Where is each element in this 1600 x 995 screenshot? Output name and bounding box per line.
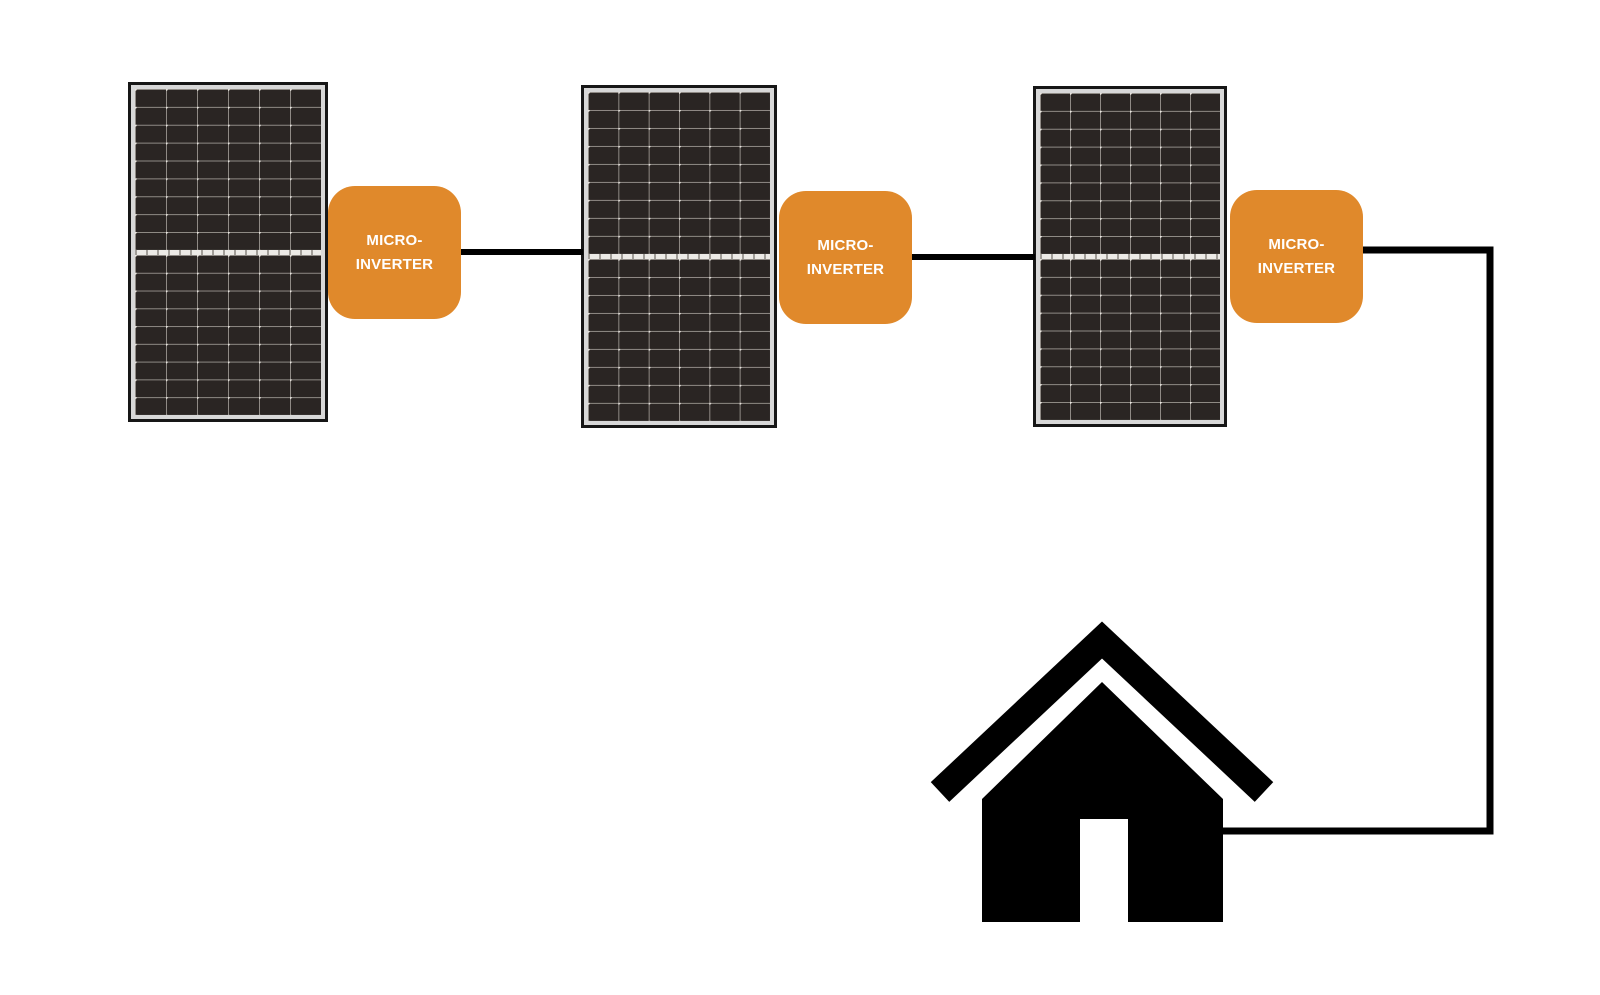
micro-inverter-1: MICRO- INVERTER <box>328 186 461 319</box>
solar-panel-1 <box>128 82 328 422</box>
micro-inverter-2: MICRO- INVERTER <box>779 191 912 324</box>
wire-inverter3-to-house <box>1223 246 1494 835</box>
solar-panel-3 <box>1033 86 1227 427</box>
solar-panel-2-divider <box>588 254 770 259</box>
micro-inverter-2-label-line2: INVERTER <box>806 260 885 278</box>
house-icon <box>982 682 1223 922</box>
solar-panel-3-cells-bottom <box>1040 259 1220 420</box>
house-roof-icon <box>930 621 1274 802</box>
solar-panel-1-divider <box>135 249 321 255</box>
solar-panel-3-divider <box>1040 254 1220 259</box>
micro-inverter-3-label-line1: MICRO- <box>1268 235 1325 253</box>
solar-panel-1-frame <box>135 89 321 415</box>
micro-inverter-2-label-line1: MICRO- <box>817 236 874 254</box>
solar-panel-2-cells-bottom <box>588 259 770 421</box>
solar-panel-3-frame <box>1040 93 1220 420</box>
micro-inverter-1-label-line1: MICRO- <box>366 231 423 249</box>
solar-panel-1-cells-top <box>135 89 321 250</box>
micro-inverter-1-label-line2: INVERTER <box>355 255 434 273</box>
micro-inverter-3-label-line2: INVERTER <box>1257 259 1336 277</box>
solar-panel-3-cells-top <box>1040 93 1220 254</box>
solar-panel-2-frame <box>588 92 770 421</box>
solar-panel-2-cells-top <box>588 92 770 254</box>
micro-inverter-3: MICRO- INVERTER <box>1230 190 1363 323</box>
solar-panel-2 <box>581 85 777 428</box>
solar-panel-1-cells-bottom <box>135 254 321 415</box>
